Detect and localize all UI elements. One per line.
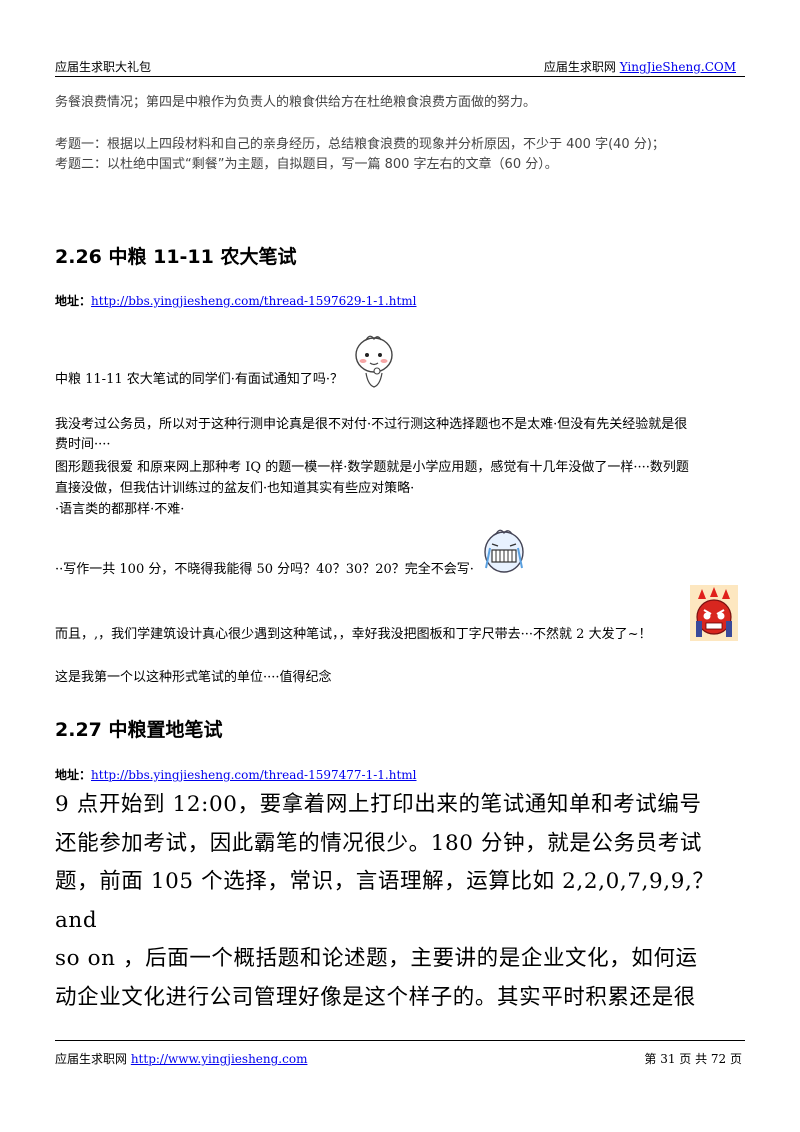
question-one: 考题一：根据以上四段材料和自己的亲身经历，总结粮食浪费的现象并分析原因，不少于 … [55, 137, 665, 152]
crying-emoticon-icon [484, 529, 524, 573]
paragraph-2a: 我没考过公务员，所以对于这种行测申论真是很不对付·不过行测这种选择题也不是太难·… [55, 417, 688, 432]
footer-left-prefix: 应届生求职网 [55, 1052, 131, 1066]
section2-address: 地址：http://bbs.yingjiesheng.com/thread-15… [55, 766, 417, 783]
section2-body: 9 点开始到 12:00，要拿着网上打印出来的笔试通知单和考试编号 还能参加考试… [55, 786, 755, 1017]
paragraph-2b: 费时间···· [55, 437, 111, 452]
address-label: 地址： [55, 294, 92, 308]
page-number: 第 31 页 共 72 页 [644, 1052, 742, 1066]
paragraph-1: 中粮 11-11 农大笔试的同学们·有面试通知了吗·？ [55, 372, 344, 387]
thinking-emoticon-icon [355, 335, 393, 388]
header-right-prefix: 应届生求职网 [543, 60, 620, 74]
header-rule [55, 76, 745, 77]
body-line: 题，前面 105 个选择，常识，言语理解，运算比如 2,2,0,7,9,9,？ … [55, 869, 715, 933]
paragraph-4: ··写作一共 100 分，不晓得我能得 50 分吗？40？30？20？完全不会写… [55, 562, 474, 577]
body-line: 9 点开始到 12:00，要拿着网上打印出来的笔试通知单和考试编号 [55, 792, 702, 817]
footer-site-link[interactable]: http://www.yingjiesheng.com [130, 1052, 308, 1066]
address-label: 地址： [55, 768, 92, 782]
header-right: 应届生求职网 YingJieSheng.COM [544, 58, 736, 75]
paragraph-6: 这是我第一个以这种形式笔试的单位····值得纪念 [55, 670, 332, 685]
header-left: 应届生求职大礼包 [55, 60, 152, 74]
intro-line: 务餐浪费情况；第四是中粮作为负责人的粮食供给方在杜绝粮食浪费方面做的努力。 [55, 95, 537, 110]
paragraph-3a: 图形题我很爱 和原来网上那种考 IQ 的题一模一样·数学题就是小学应用题，感觉有… [55, 460, 689, 475]
section-heading-2-27: 2.27 中粮置地笔试 [55, 719, 223, 741]
angry-emoticon-icon [690, 585, 738, 641]
section1-address: 地址：http://bbs.yingjiesheng.com/thread-15… [55, 292, 417, 309]
question-two: 考题二：以杜绝中国式“剩餐”为主题，自拟题目，写一篇 800 字左右的文章（60… [55, 157, 558, 172]
paragraph-3b: 直接没做，但我估计训练过的盆友们·也知道其实有些应对策略· [55, 481, 415, 496]
paragraph-3c: ·语言类的都那样·不难· [55, 502, 185, 517]
body-line: so on ，后面一个概括题和论述题，主要讲的是企业文化，如何运 [55, 946, 698, 971]
section1-address-link[interactable]: http://bbs.yingjiesheng.com/thread-15976… [91, 294, 417, 308]
section2-address-link[interactable]: http://bbs.yingjiesheng.com/thread-15974… [91, 768, 417, 782]
footer-rule [55, 1040, 745, 1041]
paragraph-5: 而且，,，我们学建筑设计真心很少遇到这种笔试，，幸好我没把图板和丁字尺带去···… [55, 627, 652, 642]
header-site-link[interactable]: YingJieSheng.COM [619, 60, 736, 74]
body-line: 还能参加考试，因此霸笔的情况很少。180 分钟，就是公务员考试 [55, 830, 702, 856]
footer-left: 应届生求职网 http://www.yingjiesheng.com [55, 1050, 307, 1067]
body-line: 动企业文化进行公司管理好像是这个样子的。其实平时积累还是很 [55, 984, 696, 1010]
section-heading-2-26: 2.26 中粮 11-11 农大笔试 [55, 246, 297, 268]
